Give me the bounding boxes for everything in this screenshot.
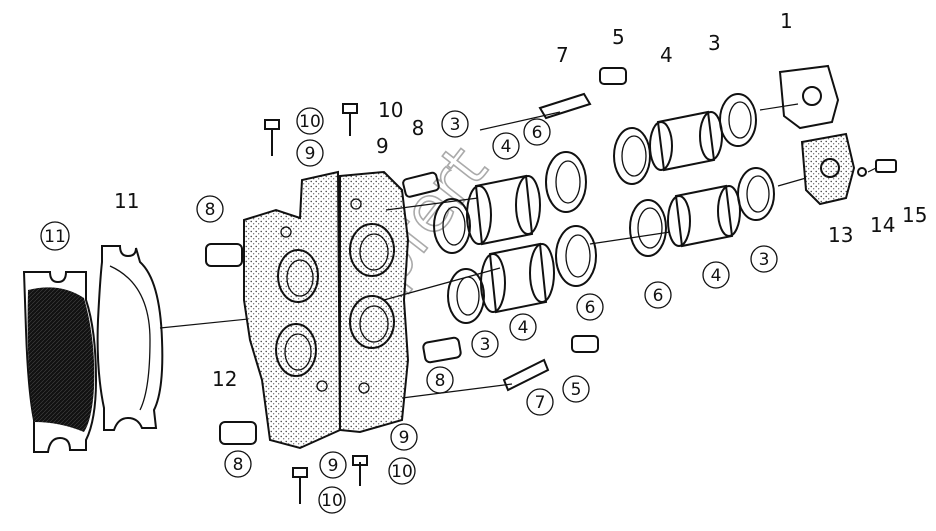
svg-text:8: 8 [205,200,216,220]
callout-3c: 3 [750,245,778,273]
svg-text:6: 6 [585,298,596,318]
svg-text:6: 6 [532,123,543,143]
label-14: 14 [870,213,895,237]
svg-text:7: 7 [535,393,546,413]
svg-text:9: 9 [399,428,410,448]
label-10d: 10 [378,98,403,122]
callout-9c: 9 [319,451,347,479]
callout-8a: 8 [196,195,224,223]
label-4d: 4 [660,43,673,67]
svg-text:3: 3 [450,115,461,135]
svg-text:4: 4 [501,137,512,157]
callout-9b: 9 [390,423,418,451]
label-15: 15 [902,203,927,227]
callout-8d: 8 [224,450,252,478]
svg-text:8: 8 [233,455,244,475]
svg-text:9: 9 [328,456,339,476]
callout-6c: 6 [644,281,672,309]
caliper-housing-icon [243,170,410,450]
callout-7b: 7 [526,388,554,416]
callout-10c: 10 [318,486,346,514]
callout-10a: 10 [296,107,324,135]
svg-text:10: 10 [391,462,413,482]
label-13: 13 [828,223,853,247]
svg-text:3: 3 [759,250,770,270]
svg-text:8: 8 [435,371,446,391]
callout-4c: 4 [702,261,730,289]
label-9d: 9 [376,134,389,158]
callout-11a: 11 [40,221,70,251]
callout-8c: 8 [426,366,454,394]
svg-text:8: 8 [412,116,425,140]
callout-9a: 9 [296,139,324,167]
svg-text:6: 6 [653,286,664,306]
svg-text:11: 11 [44,227,66,247]
label-1: 1 [780,9,793,33]
brake-pad-icon [22,271,98,453]
bolt-icon [264,103,897,504]
callout-6b: 6 [576,293,604,321]
callout-6a: 6 [523,118,551,146]
svg-text:10: 10 [299,112,321,132]
label-12: 12 [212,367,237,391]
callout-10b: 10 [388,457,416,485]
callout-3b: 3 [471,330,499,358]
svg-text:5: 5 [571,380,582,400]
svg-text:4: 4 [518,318,529,338]
svg-text:10: 10 [321,491,343,511]
label-3d: 3 [708,31,721,55]
callout-4b: 4 [509,313,537,341]
svg-text:4: 4 [711,266,722,286]
leader-lines [383,103,877,399]
piston-icon [466,110,741,314]
callout-8b: 8 [412,116,425,140]
label-5a: 5 [612,25,625,49]
backing-plate-icon [96,245,164,431]
cap-plate-icon [778,64,856,206]
label-7a: 7 [556,43,569,67]
callout-3a: 3 [441,110,469,138]
bleeder-valve-icon [205,67,627,445]
svg-text:3: 3 [480,335,491,355]
label-11b: 11 [114,189,139,213]
svg-text:9: 9 [305,144,316,164]
callout-4a: 4 [492,132,520,160]
callout-5b: 5 [562,375,590,403]
